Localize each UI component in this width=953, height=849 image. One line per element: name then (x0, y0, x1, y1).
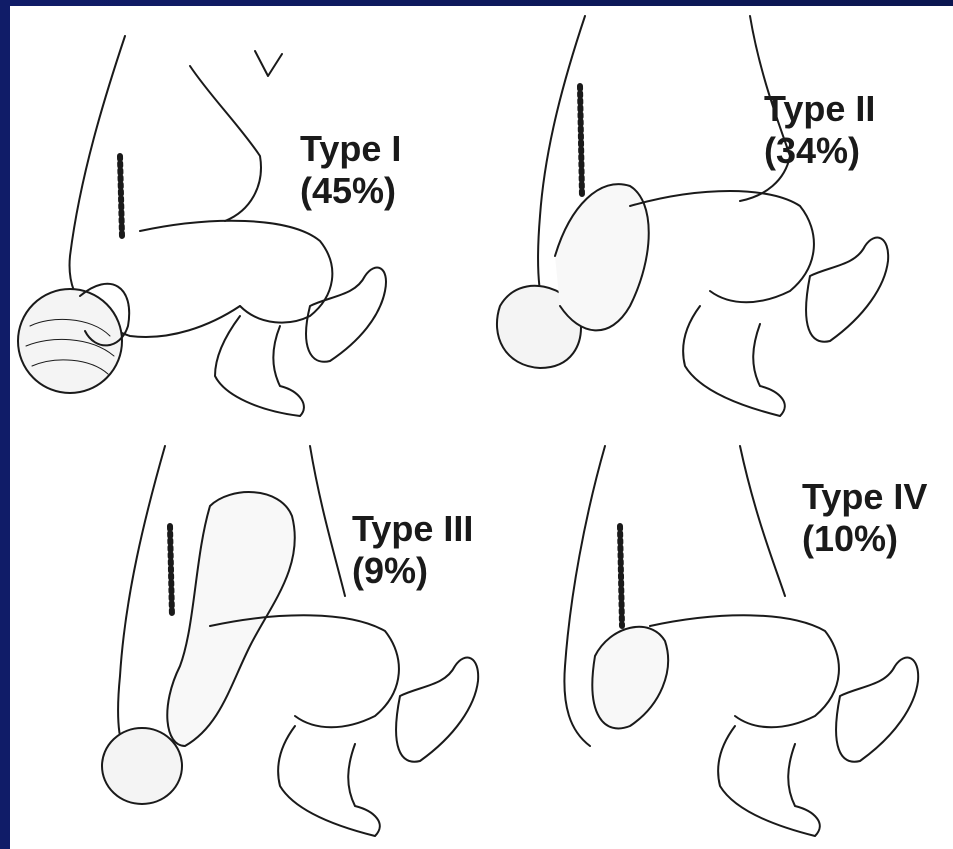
illustration-panel: Type I (45%) (10, 6, 953, 849)
figure-type-3: Type III (9%) (10, 426, 480, 849)
label-type-4: Type IV (10%) (802, 476, 927, 560)
label-type-2: Type II (34%) (764, 88, 875, 172)
percent-label: (45%) (300, 170, 401, 212)
label-type-3: Type III (9%) (352, 508, 473, 592)
infant-drawing-type-3 (10, 426, 480, 849)
type-label: Type IV (802, 476, 927, 518)
label-type-1: Type I (45%) (300, 128, 401, 212)
type-label: Type II (764, 88, 875, 130)
percent-label: (9%) (352, 550, 473, 592)
infant-drawing-type-2 (480, 6, 953, 426)
percent-label: (34%) (764, 130, 875, 172)
figure-type-4: Type IV (10%) (480, 426, 953, 849)
infant-drawing-type-1 (10, 6, 480, 426)
percent-label: (10%) (802, 518, 927, 560)
figure-type-1: Type I (45%) (10, 6, 480, 426)
type-label: Type III (352, 508, 473, 550)
type-label: Type I (300, 128, 401, 170)
figure-type-2: Type II (34%) (480, 6, 953, 426)
